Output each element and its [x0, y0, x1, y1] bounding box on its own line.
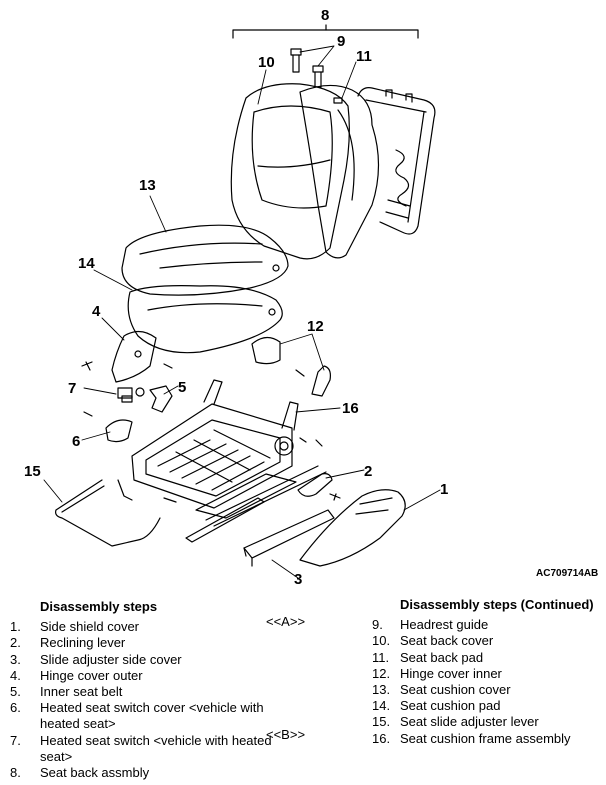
step-item: 14. Seat cushion pad — [372, 698, 604, 714]
step-number: 16. — [372, 730, 391, 746]
seat-back-assembly-bracket — [232, 24, 419, 39]
callout-8: 8 — [321, 7, 329, 24]
step-number: 14. — [372, 698, 391, 714]
step-item: 5. Inner seat belt — [10, 684, 272, 700]
step-number: 11. — [372, 649, 390, 665]
hinge-cover-outer-part — [81, 330, 157, 383]
step-item: 10. Seat back cover — [372, 633, 604, 649]
step-text: Heated seat switch <vehicle with heated … — [40, 732, 272, 764]
step-text: Reclining lever — [40, 635, 126, 651]
seat-slide-adjuster-lever-part — [55, 479, 161, 547]
step-text: Hinge cover inner — [400, 665, 502, 681]
step-number: 8. — [10, 765, 21, 781]
callout-16: 16 — [342, 400, 359, 417]
side-shield-cover-part — [299, 489, 406, 567]
leader-lines — [43, 45, 441, 579]
step-number: 3. — [10, 651, 21, 667]
step-number: 13. — [372, 682, 391, 698]
disassembly-steps-continued-list: Disassembly steps (Continued) 9. Headrest… — [372, 597, 604, 747]
step-item: 9. Headrest guide — [372, 617, 604, 633]
slide-adjuster-side-cover-part — [243, 509, 335, 567]
step-item: 6. Heated seat switch cover <vehicle with… — [10, 700, 272, 732]
hinge-cover-inner-part — [163, 336, 331, 397]
seat-back-pad-part — [299, 84, 380, 259]
callout-6: 6 — [72, 433, 80, 450]
callout-11: 11 — [356, 48, 372, 65]
reclining-lever-part — [297, 473, 341, 501]
step-text: Seat slide adjuster lever — [400, 714, 539, 730]
step-text: Slide adjuster side cover — [40, 651, 182, 667]
step-number: 15. — [372, 714, 391, 730]
step-item: 8. Seat back assmbly — [10, 765, 272, 781]
step-item: 15. Seat slide adjuster lever — [372, 714, 604, 730]
step-item: 16. Seat cushion frame assembly — [372, 731, 604, 747]
step-text: Seat back cover — [400, 633, 494, 649]
callout-1: 1 — [440, 481, 448, 498]
inner-seat-belt-part — [135, 385, 173, 413]
callout-13: 13 — [139, 177, 156, 194]
step-item: 7. Heated seat switch <vehicle with heate… — [10, 733, 272, 765]
callout-5: 5 — [178, 379, 186, 396]
headrest-guide-part — [290, 48, 324, 88]
step-item: 3. Slide adjuster side cover — [10, 652, 272, 668]
step-item: 4. Hinge cover outer — [10, 668, 272, 684]
step-number: 4. — [10, 667, 21, 683]
step-item: 12. Hinge cover inner — [372, 666, 604, 682]
callout-9: 9 — [337, 33, 345, 50]
step-number: 5. — [10, 684, 21, 700]
callout-7: 7 — [68, 380, 76, 397]
heated-seat-switch-part — [117, 387, 133, 403]
callout-3: 3 — [294, 571, 302, 588]
seat-back-frame-part — [357, 87, 436, 235]
step-text: Seat back assmbly — [40, 765, 150, 781]
step-number: 1. — [10, 619, 21, 635]
step-text: Heated seat switch cover <vehicle with h… — [40, 700, 264, 732]
reference-b: <<B>> — [266, 727, 306, 742]
step-text: Headrest guide — [400, 617, 489, 633]
step-text: Side shield cover — [40, 619, 139, 635]
step-text: Hinge cover outer — [40, 667, 143, 683]
step-item: 13. Seat cushion cover — [372, 682, 604, 698]
heated-seat-switch-cover-part — [83, 411, 133, 443]
step-number: 2. — [10, 635, 21, 651]
step-item: 1. Side shield cover — [10, 619, 272, 635]
exploded-view-diagram: 8 9 11 10 13 14 4 7 5 6 16 2 1 15 3 12 A… — [24, 7, 598, 588]
callout-10: 10 — [258, 54, 275, 71]
callout-4: 4 — [92, 303, 101, 320]
step-number: 12. — [372, 665, 391, 681]
step-item: 2. Reclining lever — [10, 635, 272, 651]
callout-14: 14 — [78, 255, 95, 272]
step-number: 9. — [372, 617, 383, 633]
step-text: Seat back pad — [400, 649, 484, 665]
callout-15: 15 — [24, 463, 41, 480]
seat-back-cover-part — [230, 83, 350, 260]
step-number: 6. — [10, 700, 21, 716]
step-number: 7. — [10, 732, 21, 748]
seat-cushion-frame-part — [117, 379, 323, 519]
step-text: Seat cushion pad — [400, 698, 501, 714]
step-text: Seat cushion frame assembly — [400, 730, 571, 746]
figure-code: AC709714AB — [536, 568, 598, 579]
seat-rails-part — [185, 465, 327, 543]
seat-cushion-pad-part — [127, 285, 283, 354]
seat-cushion-cover-part — [121, 224, 289, 296]
steps-heading: Disassembly steps — [40, 599, 158, 614]
step-number: 10. — [372, 633, 391, 649]
disassembly-steps-list: Disassembly steps 1. Side shield cover 2. R… — [10, 599, 272, 781]
step-text: Seat cushion cover — [400, 682, 511, 698]
callout-12: 12 — [307, 318, 324, 335]
steps-continued-heading: Disassembly steps (Continued) — [400, 597, 594, 612]
reference-a: <<A>> — [266, 614, 306, 629]
callout-2: 2 — [364, 463, 372, 480]
step-text: Inner seat belt — [40, 684, 123, 700]
step-item: 11. Seat back pad — [372, 650, 604, 666]
